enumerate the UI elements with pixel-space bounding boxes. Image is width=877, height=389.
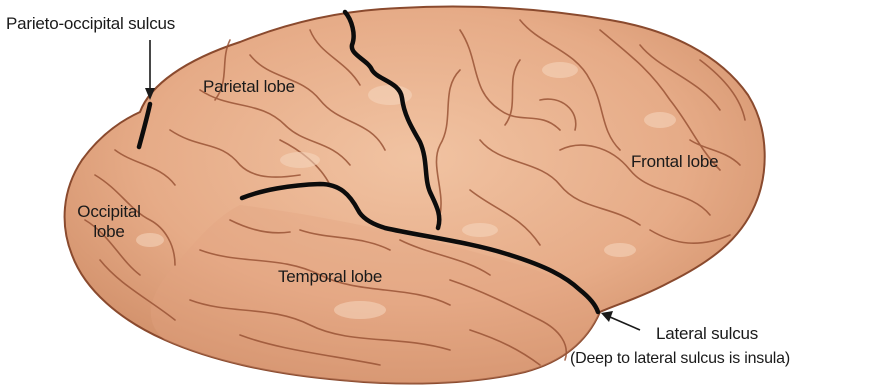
label-lateral-sulcus: Lateral sulcus	[656, 324, 758, 344]
label-temporal-lobe: Temporal lobe	[278, 267, 382, 287]
label-occipital-lobe: Occipital lobe	[64, 202, 154, 242]
label-parieto-occipital-sulcus: Parieto-occipital sulcus	[6, 14, 175, 34]
label-parietal-lobe: Parietal lobe	[203, 77, 295, 97]
label-frontal-lobe: Frontal lobe	[631, 152, 718, 172]
label-lateral-sulcus-note: (Deep to lateral sulcus is insula)	[570, 349, 790, 369]
parieto-occipital-pointer	[145, 40, 155, 100]
label-occipital-line2: lobe	[64, 222, 154, 242]
label-occipital-line1: Occipital	[64, 202, 154, 222]
lateral-sulcus-pointer	[601, 311, 640, 330]
